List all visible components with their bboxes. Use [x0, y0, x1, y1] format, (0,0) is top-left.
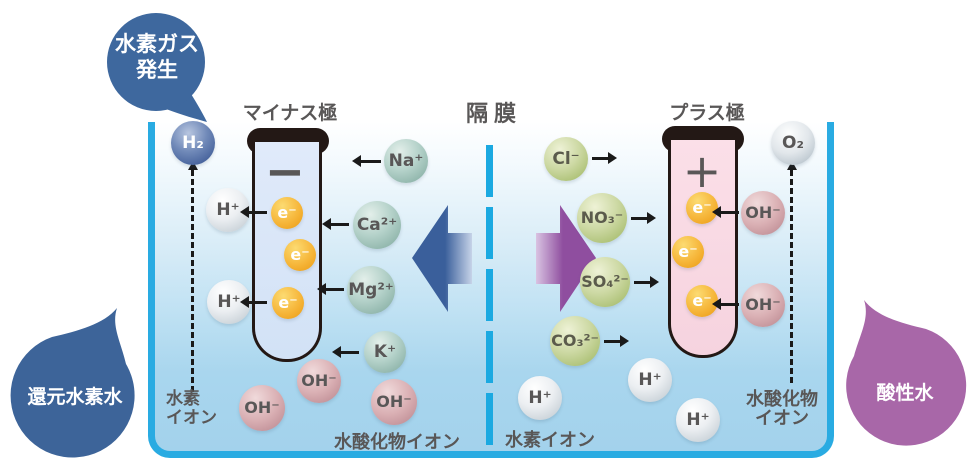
plus-electrode-label: プラス極: [669, 102, 745, 124]
acidic-water-label: 酸性水: [876, 382, 934, 404]
ion-h: H⁺: [628, 358, 672, 402]
membrane-label: 隔膜: [465, 102, 522, 127]
up-arrow-dashed-h2-icon: [188, 161, 198, 392]
speech-bubble-icon: [107, 13, 207, 122]
ion-h: H⁺: [676, 398, 720, 442]
arrow-left-icon: [712, 298, 739, 310]
ion-co3: CO₃²⁻: [550, 316, 600, 366]
ion-oh: OH⁻: [741, 283, 785, 327]
ion-h: H⁺: [518, 376, 562, 420]
water-drop-right-icon: [846, 300, 967, 446]
molecule-o2: O₂: [771, 121, 815, 165]
molecule-h2: H₂: [171, 121, 215, 165]
ion-mg: Mg²⁺: [347, 266, 395, 314]
electron: e⁻: [672, 236, 704, 268]
water-drop-left-icon: [10, 308, 135, 458]
arrow-right-icon: [631, 212, 656, 224]
hydroxide-ion-label-right: 水酸化物 イオン: [746, 389, 818, 429]
ion-na: Na⁺: [384, 139, 428, 183]
ion-so4: SO₄²⁻: [580, 257, 630, 307]
electron: e⁻: [272, 287, 304, 319]
ion-no3: NO₃⁻: [577, 193, 627, 243]
arrow-left-icon: [352, 155, 381, 167]
ion-oh: OH⁻: [371, 379, 417, 425]
ion-cl: Cl⁻: [544, 137, 588, 181]
arrow-left-icon: [332, 346, 359, 358]
ion-oh: OH⁻: [741, 191, 785, 235]
ion-oh: OH⁻: [297, 359, 341, 403]
arrow-right-icon: [592, 152, 617, 164]
hydroxide-ion-label-left: 水酸化物イオン: [334, 432, 460, 453]
ion-ca: Ca²⁺: [353, 201, 401, 249]
anion-migration-arrow-icon: [536, 205, 596, 312]
arrow-left-icon: [240, 206, 267, 218]
arrow-right-icon: [604, 335, 629, 347]
arrow-left-icon: [317, 283, 344, 295]
electron: e⁻: [284, 239, 316, 271]
minus-electrode-label: マイナス極: [242, 102, 338, 124]
minus-symbol: −: [264, 144, 306, 200]
ion-k: K⁺: [364, 331, 406, 373]
ion-oh: OH⁻: [239, 385, 285, 431]
arrow-right-icon: [634, 276, 659, 288]
plus-symbol: +: [682, 144, 722, 198]
electron: e⁻: [271, 197, 303, 229]
arrow-left-icon: [712, 206, 739, 218]
arrow-left-icon: [240, 296, 267, 308]
hydrogen-gas-callout: 水素ガス 発生: [115, 32, 199, 82]
reduced-hydrogen-water-label: 還元水素水: [27, 386, 123, 408]
up-arrow-dashed-o2-icon: [787, 161, 797, 383]
hydrogen-ion-label-right: 水素イオン: [505, 430, 595, 451]
arrow-left-icon: [322, 218, 349, 230]
hydrogen-ion-label-left: 水素 イオン: [166, 389, 217, 428]
membrane-dashed-line: [486, 145, 493, 450]
cation-migration-arrow-icon: [412, 205, 472, 312]
